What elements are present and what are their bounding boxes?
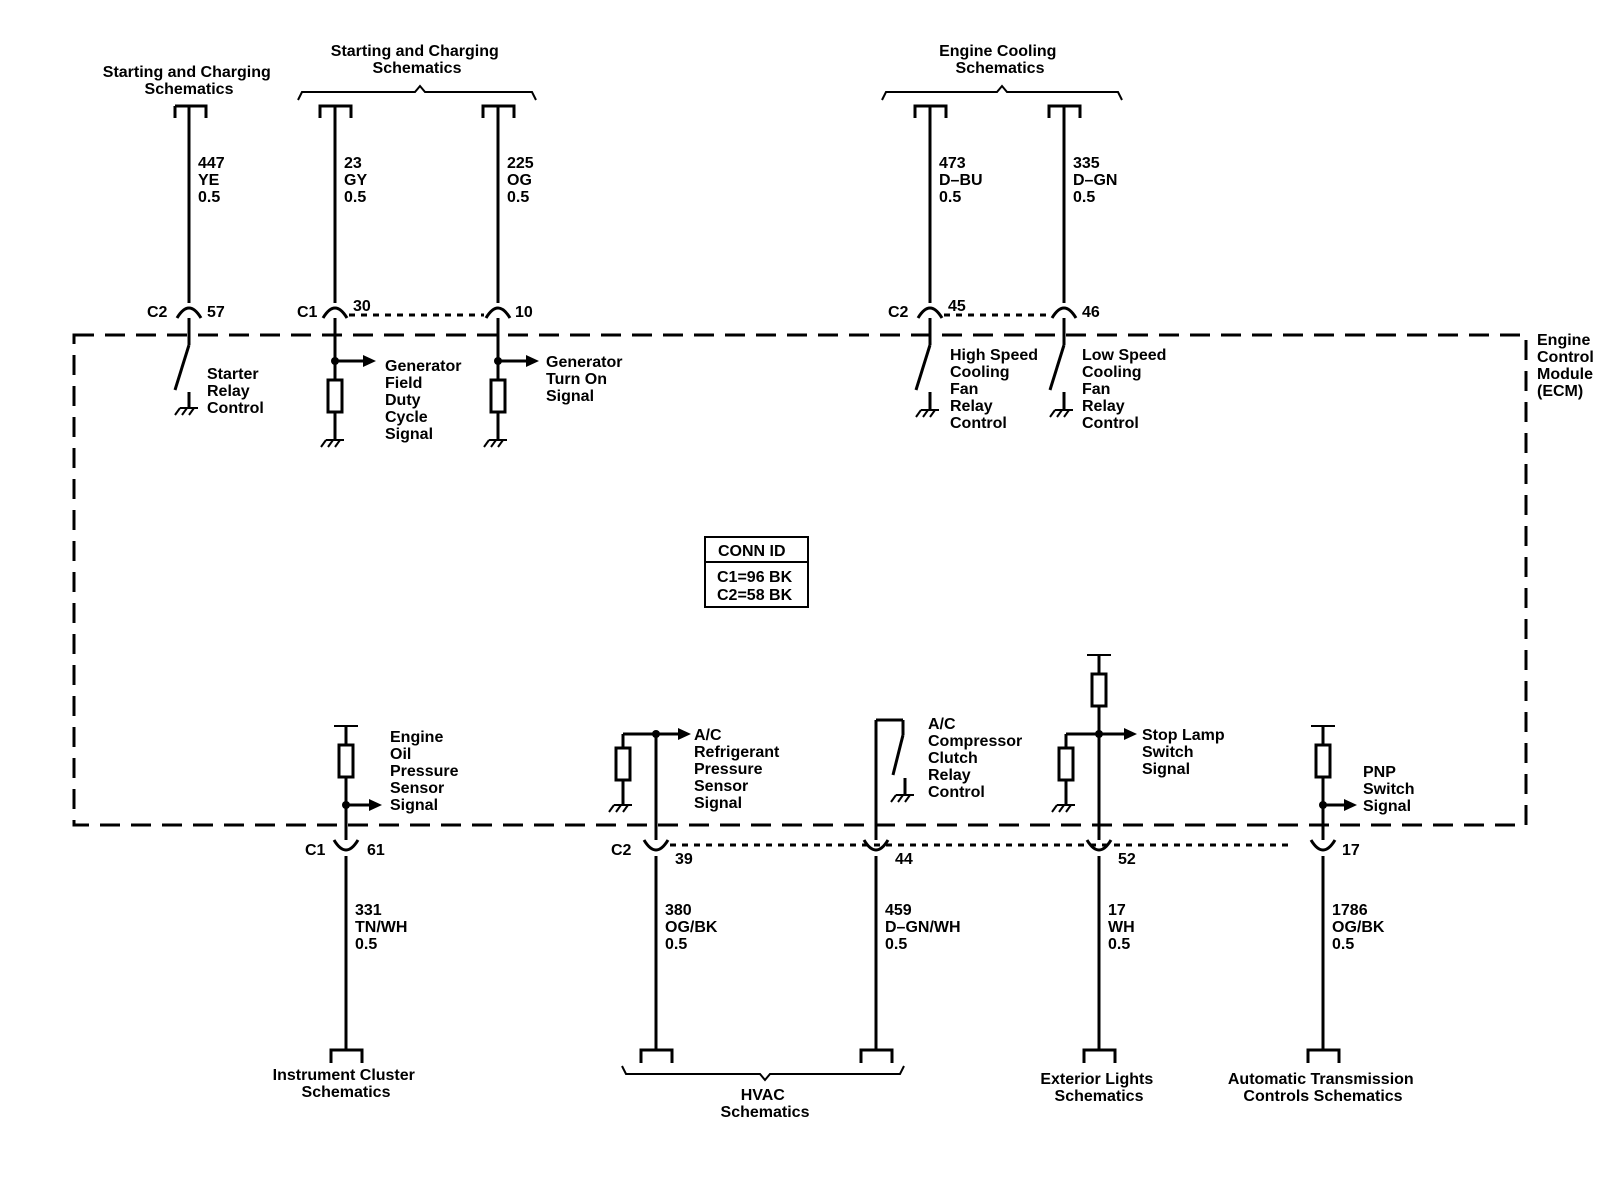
circuit-gen-turn-on: 225 OG 0.5 10 Generator Turn On Signal [483,106,627,448]
connector-label: C1 [305,842,326,859]
ref-stub-380 [639,1048,674,1063]
circuit-pnp: 17 1786 OG/BK 0.5 PNP Switch Signal [1306,725,1419,1063]
ground-icon [174,407,198,416]
pin-label: 17 [1342,842,1360,859]
ground-icon [608,804,632,813]
ground-icon [915,409,939,418]
function-label: A/C Compressor Clutch Relay Control [928,716,1027,801]
ref-stub-17 [1082,1048,1117,1063]
ground-icon [320,439,344,448]
ref-auto-trans: Automatic Transmission Controls Schemati… [1228,1071,1418,1105]
pin-label: 10 [515,304,533,321]
circuit-oil-pressure: C1 61 331 TN/WH 0.5 Engine Oil Pressure … [305,725,463,1063]
arrow-icon [1344,799,1357,811]
function-label: High Speed Cooling Fan Relay Control [950,347,1042,432]
connector-label: C2 [147,304,168,321]
wire-label: 380 OG/BK 0.5 [665,902,722,953]
arrow-icon [369,799,382,811]
wire-label: 473 D–BU 0.5 [939,155,987,206]
pin-label: 44 [895,851,913,868]
arrow-icon [1124,728,1137,740]
connector-label: C2 [888,304,909,321]
function-label: Generator Turn On Signal [546,354,627,405]
ref-engine-cooling: Engine Cooling Schematics [939,43,1061,77]
pin-label: 61 [367,842,385,859]
pin-label: 52 [1118,851,1136,868]
pin-label: 46 [1082,304,1100,321]
ref-stub-447 [173,104,208,118]
pin-label: 57 [207,304,225,321]
ref-start-charge-group: Starting and Charging Schematics [331,43,503,77]
ground-icon [1051,804,1075,813]
circuit-starter: 447 YE 0.5 C2 57 Starter Relay Control [147,106,264,417]
function-label: Starter Relay Control [207,366,264,417]
ecm-boundary [72,333,1528,827]
ref-hvac: HVAC Schematics [721,1087,810,1121]
ref-stub-459 [859,1048,894,1063]
arrow-icon [526,355,539,367]
arrow-icon [678,728,691,740]
circuit-high-speed-fan: 473 D–BU 0.5 C2 45 High Speed Cooling Fa… [888,106,1042,432]
function-label: Low Speed Cooling Fan Relay Control [1082,347,1171,432]
arrow-icon [363,355,376,367]
wire-label: 335 D–GN 0.5 [1073,155,1122,206]
ref-stub-1786 [1306,1048,1341,1063]
connector-label: C1 [297,304,318,321]
circuit-ac-refrigerant: C2 39 380 OG/BK 0.5 A/C Refrigerant Pres… [608,727,784,1063]
wire-label: 23 GY 0.5 [344,155,371,206]
circuit-ac-clutch: 44 459 D–GN/WH 0.5 A/C Compressor Clutch… [859,716,1027,1063]
circuit-gen-field: 23 GY 0.5 C1 30 Generator Field Duty Cyc… [297,106,466,448]
circuit-stop-lamp: 52 17 WH 0.5 Stop Lamp Switch Signal [1051,654,1229,1063]
conn-id-title: CONN ID [718,543,786,560]
wire-label: 225 OG 0.5 [507,155,538,206]
function-label: Generator Field Duty Cycle Signal [385,358,466,443]
ground-icon [1049,409,1073,418]
wire-label: 459 D–GN/WH 0.5 [885,902,965,953]
brace-engine-cooling [881,84,1123,101]
ground-icon [483,439,507,448]
connector-label: C2 [611,842,632,859]
wire-label: 447 YE 0.5 [198,155,229,206]
brace-start-charge [297,84,537,101]
function-label: Stop Lamp Switch Signal [1142,727,1229,778]
ref-exterior-lights: Exterior Lights Schematics [1040,1071,1157,1105]
pin-label: 30 [353,298,371,315]
ref-instrument-cluster: Instrument Cluster Schematics [273,1067,420,1101]
wire-label: 331 TN/WH 0.5 [355,902,412,953]
function-label: Engine Oil Pressure Sensor Signal [390,729,463,814]
pin-label: 39 [675,851,693,868]
function-label: A/C Refrigerant Pressure Sensor Signal [694,727,784,812]
conn-id-box: CONN ID C1=96 BK C2=58 BK [704,536,809,608]
conn-id-c1: C1=96 BK [717,569,793,586]
pin-label: 45 [948,298,966,315]
brace-hvac [621,1065,905,1082]
module-label: Engine Control Module (ECM) [1537,332,1598,400]
wire-label: 17 WH 0.5 [1108,902,1139,953]
conn-id-c2: C2=58 BK [717,587,793,604]
ref-stub-331 [329,1048,364,1063]
circuit-low-speed-fan: 335 D–GN 0.5 46 Low Speed Cooling Fan Re… [1048,106,1171,432]
ground-icon [890,794,914,803]
ref-start-charge-single: Starting and Charging Schematics [103,64,275,98]
wire-label: 1786 OG/BK 0.5 [1332,902,1389,953]
function-label: PNP Switch Signal [1363,764,1419,815]
